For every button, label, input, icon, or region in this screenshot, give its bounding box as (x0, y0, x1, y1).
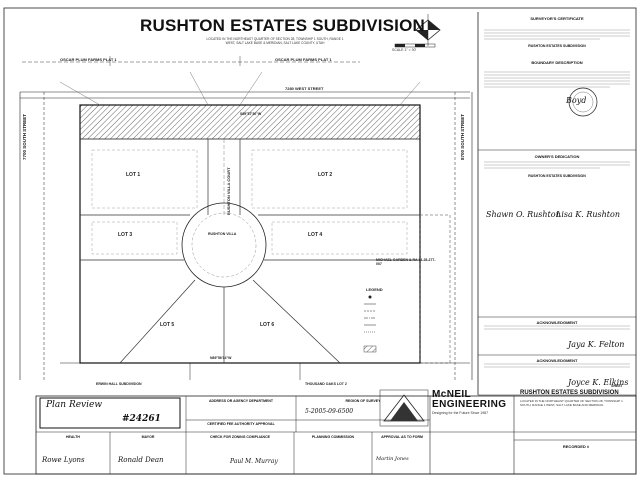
adjacent-south-right: THOUSAND OAKS LOT 2 (305, 382, 347, 386)
road-label: RUSHTON VILLA COURT (226, 167, 231, 215)
engineering-tagline: Designing for the Future Since 1987 (432, 411, 489, 415)
lot-label: LOT 3 (118, 232, 133, 238)
engineering-name-2: ENGINEERING (432, 399, 507, 410)
plat-subtitle: LOCATED IN THE NORTHEAST QUARTER OF SECT… (206, 37, 344, 45)
boundary-heading: BOUNDARY DESCRIPTION (531, 60, 583, 65)
acknowledgment-heading: ACKNOWLEDGMENT (536, 320, 578, 325)
cul-de-sac-label: RUSHTON VILLA (208, 232, 237, 236)
title-block (35, 395, 637, 475)
setback-line (91, 149, 198, 209)
zoning-heading: CHECK FOR ZONING COMPLIANCE (210, 435, 270, 439)
oscar-plat-label-2: OSCAR PLUM FARMS PLAT 1 (275, 57, 332, 62)
leader-line (399, 81, 421, 106)
leader-line (59, 81, 101, 106)
titleblock-project: RUSHTON ESTATES SUBDIVISION (520, 390, 619, 396)
zoning-signature: Paul M. Murray (230, 458, 278, 465)
setback-line (251, 149, 408, 209)
scale-bar (394, 43, 436, 48)
plan-review-stamp (39, 397, 181, 429)
oscar-plat-label: OSCAR PLUM FARMS PLAT 1 (60, 57, 117, 62)
leader-line (239, 71, 263, 106)
adjacent-south-left: ERWIN HALL SUBDIVISION (96, 382, 142, 386)
health-signature: Rowe Lyons (42, 456, 85, 464)
surveyor-cert-heading: SURVEYOR'S CERTIFICATE (530, 16, 584, 21)
scale-label: SCALE 1" = 30' (392, 48, 417, 52)
titleblock-location: LOCATED IN THE NORTHEAST QUARTER OF SECT… (520, 399, 623, 407)
legend-title: LEGEND (366, 287, 383, 292)
lot-label: LOT 1 (126, 172, 141, 178)
north-arrow-icon (415, 14, 441, 46)
surveyor-cert-sub: RUSHTON ESTATES SUBDIVISION (528, 44, 586, 48)
street-label-west: 7700 SOUTH STREET (22, 113, 27, 160)
ack-signature-1: Jaya K. Felton (568, 340, 625, 349)
bearing-north: S89°57'30"W (240, 112, 262, 116)
approval-heading: APPROVAL AS TO FORM (381, 435, 423, 439)
health-heading: HEALTH (66, 435, 80, 439)
sheet-label: SHEET (611, 384, 623, 388)
street-label-east: 8700 SOUTH STREET (460, 113, 465, 160)
lot-line (119, 279, 196, 364)
mayor-heading: MAYOR (141, 435, 155, 439)
lot-label: LOT 5 (160, 322, 175, 328)
surveyor-seal (568, 87, 598, 117)
surveyor-signature: Boyd (566, 96, 587, 105)
ack-signature-2: Joyce K. Elkins (568, 378, 629, 387)
recorded-heading: RECORDED # (562, 444, 590, 449)
dedication-strip (79, 104, 421, 140)
east-parcel-label: MICHAEL GARDEN & RA 14-28-277-007 (376, 258, 436, 266)
certified-fee-heading: CERTIFIED FEE AUTHORITY APPROVAL (207, 422, 275, 426)
engineering-name-1: McNEIL (432, 389, 472, 400)
mayor-signature: Ronald Dean (118, 456, 164, 464)
acknowledgment-heading-2: ACKNOWLEDGMENT (536, 358, 578, 363)
east-parcel (419, 214, 451, 364)
address-heading: ADDRESS OR AGENCY DEPARTMENT (208, 399, 274, 403)
lot-label: LOT 6 (260, 322, 275, 328)
planning-heading: PLANNING COMMISSION (311, 435, 355, 439)
plan-review-number: #24261 (122, 414, 161, 424)
lot-label: LOT 2 (318, 172, 333, 178)
survey-heading: REGION OF SURVEY (345, 399, 381, 403)
street-label-north: 7280 WEST STREET (285, 86, 324, 91)
plat-title: RUSHTON ESTATES SUBDIVISION (140, 16, 425, 35)
legend (363, 295, 377, 353)
approval-signature: Martin Jones (376, 456, 409, 462)
survey-number: 5-2005-09-6500 (305, 408, 354, 415)
setback-line (271, 221, 408, 255)
panel-text-lines (484, 29, 630, 368)
cul-de-sac (181, 202, 267, 288)
owner-signature-2: Lisa K. Rushton (556, 210, 620, 219)
plan-review-label: Plan Review (46, 400, 103, 410)
surveyor-seal-inner (572, 91, 594, 113)
setback-line (91, 221, 178, 255)
mcneil-logo-icon (379, 389, 429, 427)
bearing-south: N89°56'14"W (210, 356, 232, 360)
cul-de-sac-inner (191, 212, 257, 278)
owners-dedication-sub: RUSHTON ESTATES SUBDIVISION (528, 174, 586, 178)
leader-line (189, 71, 209, 106)
lot-line (252, 279, 341, 364)
owners-dedication-heading: OWNER'S DEDICATION (534, 154, 580, 159)
lot-label: LOT 4 (308, 232, 323, 238)
owner-signature-1: Shawn O. Rushton (486, 210, 561, 219)
